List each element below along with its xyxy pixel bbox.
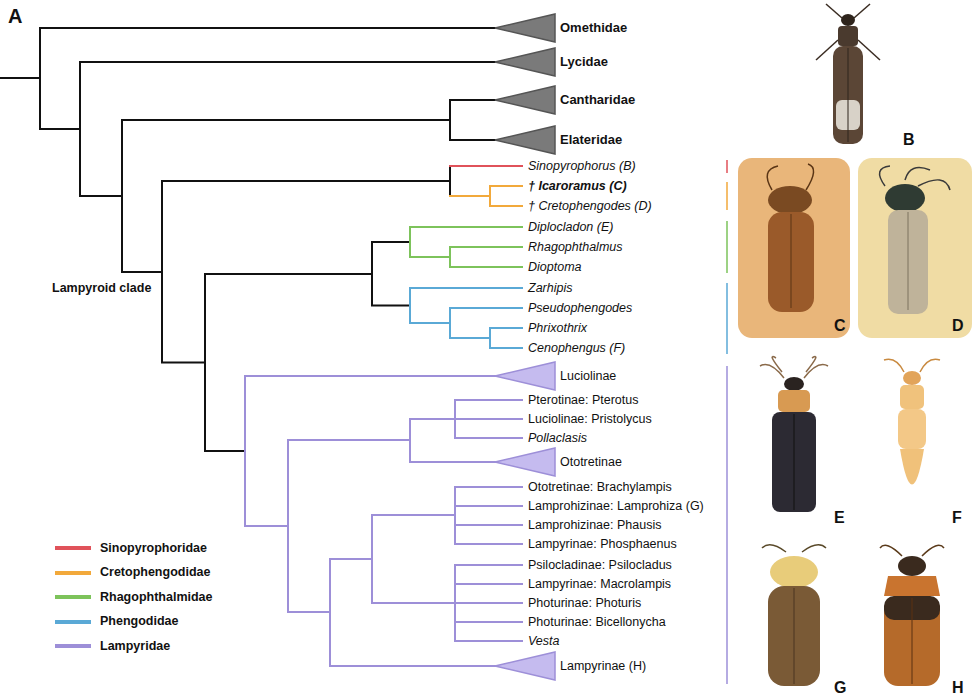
legend-swatch xyxy=(55,571,91,575)
taxon-label: Ototretinae xyxy=(560,455,622,469)
clade-name: Lampyroid clade xyxy=(52,281,151,295)
photo-letter: E xyxy=(834,509,845,527)
taxon-label: Pterotinae: Pterotus xyxy=(528,393,638,407)
collapsed-clade xyxy=(495,362,555,390)
clade-label: Omethidae xyxy=(560,21,627,36)
collapsed-clade xyxy=(495,652,555,680)
taxon-label: Cenophengus (F) xyxy=(528,341,625,355)
taxon-label: Luciolinae: Pristolycus xyxy=(528,412,652,426)
taxon-label: Lampyrinae: Phosphaenus xyxy=(528,537,677,551)
taxon-label: Vesta xyxy=(528,634,560,648)
larva-photo xyxy=(884,359,940,484)
fossil-taxon-label: † Icaroramus (C) xyxy=(528,179,627,193)
photo-letter: D xyxy=(952,317,964,335)
legend-label: Rhagophthalmidae xyxy=(100,590,213,604)
taxon-label: Phrixothrix xyxy=(528,321,587,335)
taxon-label: Diplocladon (E) xyxy=(528,220,613,234)
legend-swatch xyxy=(55,546,91,550)
tree-branch xyxy=(0,28,495,451)
taxon-label: Sinopyrophorus (B) xyxy=(528,159,636,173)
legend-label: Sinopyrophoridae xyxy=(100,541,207,555)
taxon-label: Luciolinae xyxy=(560,369,616,383)
taxon-label: Rhagophthalmus xyxy=(528,240,623,254)
amber-photo xyxy=(858,158,972,338)
beetle-photo xyxy=(816,4,880,144)
tree-branch xyxy=(410,288,522,348)
taxon-label: Lampyrinae: Macrolampis xyxy=(528,577,671,591)
collapsed-clade xyxy=(495,48,555,76)
legend-swatch xyxy=(55,620,91,624)
legend-swatch xyxy=(55,595,91,599)
family-bar xyxy=(726,366,728,684)
family-bar xyxy=(726,221,728,273)
taxon-label: Pollaclasis xyxy=(528,431,587,445)
tree-branch xyxy=(245,376,522,666)
collapsed-clade xyxy=(495,126,555,154)
taxon-label: Zarhipis xyxy=(528,281,572,295)
taxon-label: Pseudophengodes xyxy=(528,301,632,315)
taxon-label: Psilocladinae: Psilocladus xyxy=(528,558,672,572)
taxon-label: Lamprohizinae: Phausis xyxy=(528,518,661,532)
taxon-label: Lampyrinae (H) xyxy=(560,659,646,673)
taxon-label: Lamprohizinae: Lamprohiza (G) xyxy=(528,499,704,513)
taxon-label: † Cretophengodes (D) xyxy=(528,199,652,213)
taxon-label: Photurinae: Photuris xyxy=(528,596,641,610)
photo-letter: B xyxy=(903,131,915,149)
tree-branch xyxy=(450,165,522,167)
beetle-photo xyxy=(762,545,826,686)
family-bar xyxy=(726,283,728,354)
beetle-photo xyxy=(760,357,828,512)
clade-label: Elateridae xyxy=(560,133,622,148)
amber-photo xyxy=(738,158,850,338)
clade-label: Cantharidae xyxy=(560,93,635,108)
family-bar xyxy=(726,160,728,173)
tree-branch xyxy=(450,186,522,206)
clade-label: Lycidae xyxy=(560,55,608,70)
panel-letter: A xyxy=(8,5,22,28)
photo-letter: F xyxy=(952,509,962,527)
taxon-label: Ototretinae: Brachylampis xyxy=(528,480,672,494)
legend-swatch xyxy=(55,644,91,648)
collapsed-clade xyxy=(495,14,555,42)
taxon-label: Photurinae: Bicellonycha xyxy=(528,615,666,629)
photo-letter: G xyxy=(834,679,846,697)
collapsed-clade xyxy=(495,448,555,476)
legend-label: Lampyridae xyxy=(100,639,170,653)
taxon-label: Dioptoma xyxy=(528,260,582,274)
legend-label: Phengodidae xyxy=(100,614,178,628)
photo-letter: C xyxy=(834,317,846,335)
beetle-photo xyxy=(880,545,944,686)
photo-letter: H xyxy=(952,679,964,697)
family-bar xyxy=(726,182,728,210)
collapsed-clade xyxy=(495,86,555,114)
legend-label: Cretophengodidae xyxy=(100,565,210,579)
tree-branch xyxy=(410,227,522,267)
